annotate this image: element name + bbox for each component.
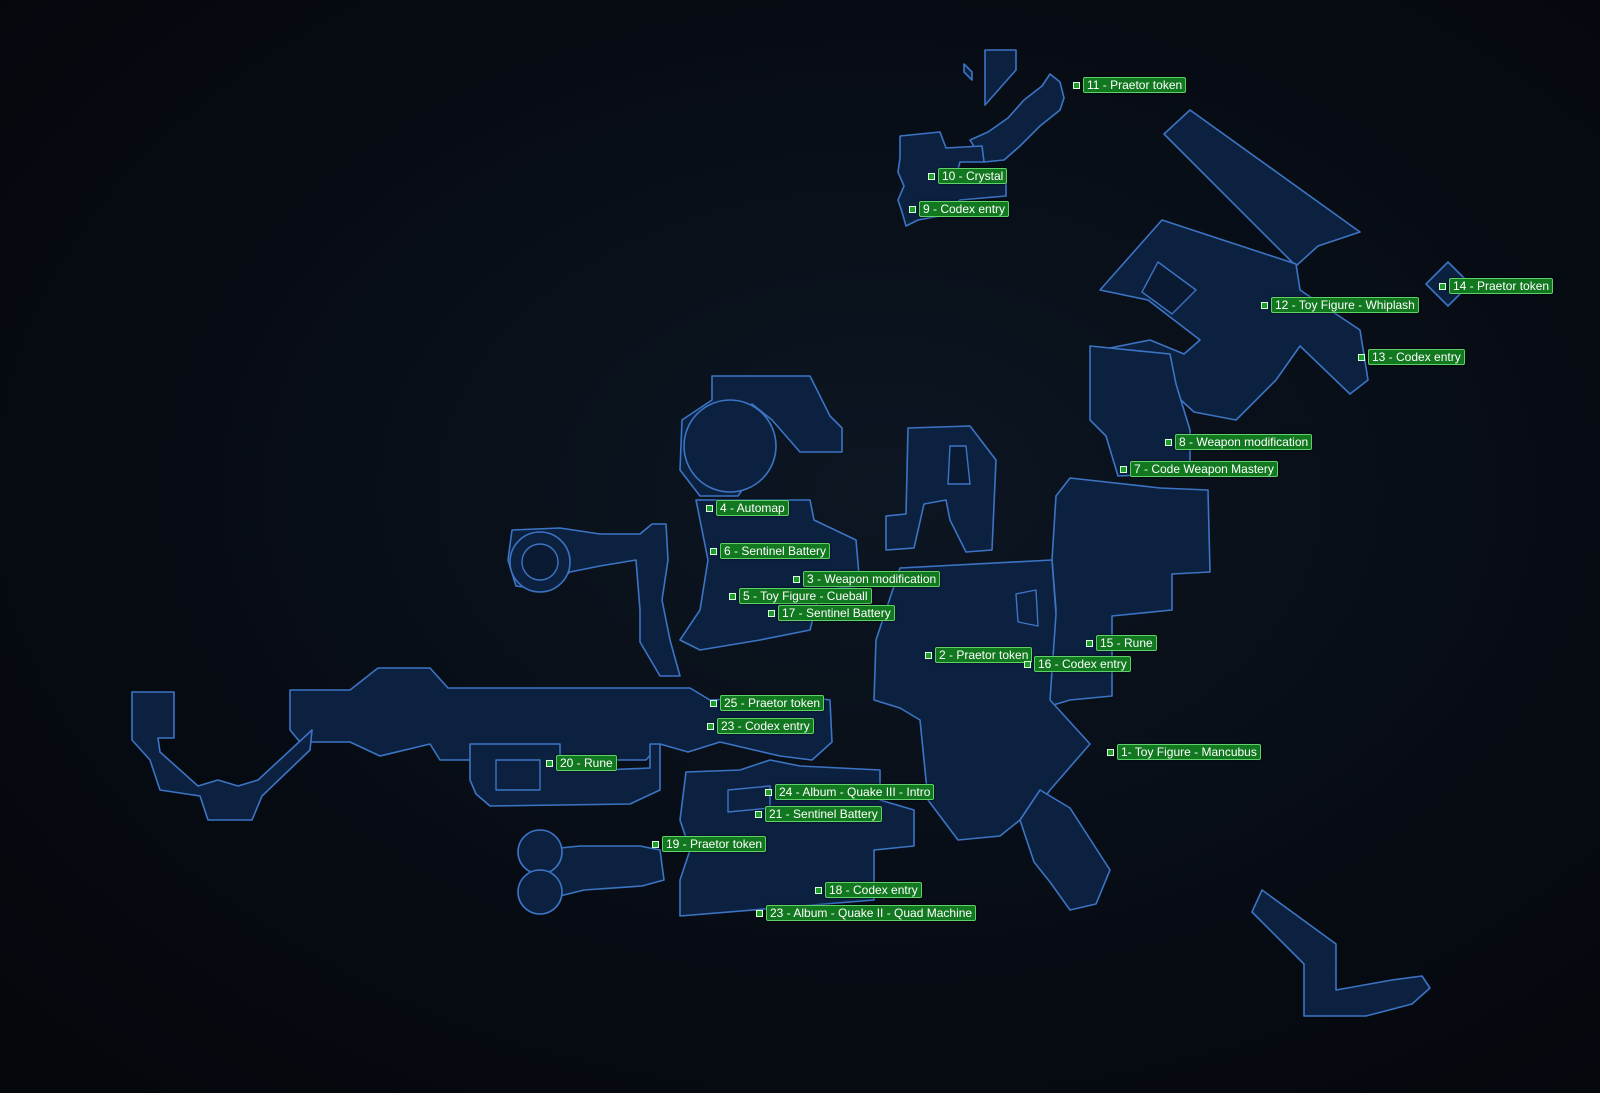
room-keyhole-upper bbox=[517, 829, 563, 875]
marker-pin-icon bbox=[768, 609, 775, 617]
marker-pin-icon bbox=[1107, 748, 1114, 756]
marker-praetor-token[interactable]: 14 - Praetor token bbox=[1439, 278, 1554, 294]
marker-automap[interactable]: 4 - Automap bbox=[706, 500, 789, 516]
room-north-block-void bbox=[947, 445, 971, 485]
marker-label: 17 - Sentinel Battery bbox=[778, 605, 895, 621]
marker-pin-icon bbox=[1439, 282, 1446, 290]
marker-praetor-token[interactable]: 11 - Praetor token bbox=[1073, 77, 1187, 93]
marker-label: 2 - Praetor token bbox=[935, 647, 1033, 663]
marker-pin-icon bbox=[793, 575, 800, 583]
marker-pin-icon bbox=[706, 504, 713, 512]
room-automap-annex bbox=[679, 499, 861, 651]
marker-album-quake-ii-quad-machine[interactable]: 23 - Album - Quake II - Quad Machine bbox=[756, 905, 977, 921]
room-north-shard bbox=[963, 63, 973, 81]
marker-label: 6 - Sentinel Battery bbox=[720, 543, 831, 559]
marker-label: 19 - Praetor token bbox=[662, 836, 767, 852]
marker-sentinel-battery[interactable]: 21 - Sentinel Battery bbox=[755, 806, 882, 822]
marker-pin-icon bbox=[1024, 660, 1031, 668]
marker-pin-icon bbox=[765, 788, 772, 796]
marker-pin-icon bbox=[755, 810, 762, 818]
marker-label: 9 - Codex entry bbox=[919, 201, 1010, 217]
marker-label: 12 - Toy Figure - Whiplash bbox=[1271, 297, 1419, 313]
room-west-long-corridor bbox=[289, 667, 833, 761]
marker-pin-icon bbox=[1261, 301, 1268, 309]
marker-pin-icon bbox=[756, 909, 763, 917]
marker-toy-figure-cueball[interactable]: 5 - Toy Figure - Cueball bbox=[729, 588, 872, 604]
marker-label: 1- Toy Figure - Mancubus bbox=[1117, 744, 1261, 760]
marker-pin-icon bbox=[928, 172, 935, 180]
marker-label: 23 - Codex entry bbox=[717, 718, 814, 734]
marker-pin-icon bbox=[1073, 81, 1080, 89]
marker-pin-icon bbox=[815, 886, 822, 894]
room-central-core bbox=[873, 559, 1091, 841]
room-north-spire bbox=[984, 49, 1017, 106]
marker-rune[interactable]: 20 - Rune bbox=[546, 755, 617, 771]
marker-codex-entry[interactable]: 16 - Codex entry bbox=[1024, 656, 1131, 672]
marker-label: 13 - Codex entry bbox=[1368, 349, 1465, 365]
marker-pin-icon bbox=[707, 722, 714, 730]
marker-weapon-modification[interactable]: 8 - Weapon modification bbox=[1165, 434, 1313, 450]
marker-pin-icon bbox=[710, 547, 717, 555]
marker-praetor-token[interactable]: 2 - Praetor token bbox=[925, 647, 1033, 663]
marker-codex-entry[interactable]: 23 - Codex entry bbox=[707, 718, 814, 734]
room-southeast-arm bbox=[1019, 789, 1111, 911]
marker-label: 10 - Crystal bbox=[938, 168, 1008, 184]
marker-rune[interactable]: 15 - Rune bbox=[1086, 635, 1157, 651]
marker-pin-icon bbox=[652, 840, 659, 848]
marker-album-quake-iii-intro[interactable]: 24 - Album - Quake III - Intro bbox=[765, 784, 935, 800]
room-keyhole-lower bbox=[517, 869, 563, 915]
room-central-core-detail bbox=[1015, 589, 1039, 627]
room-southeast-l bbox=[1251, 889, 1431, 1017]
room-southwest-cells-detail bbox=[495, 759, 541, 791]
marker-label: 8 - Weapon modification bbox=[1175, 434, 1313, 450]
marker-code-weapon-mastery[interactable]: 7 - Code Weapon Mastery bbox=[1120, 461, 1278, 477]
marker-label: 21 - Sentinel Battery bbox=[765, 806, 882, 822]
marker-label: 11 - Praetor token bbox=[1083, 77, 1187, 93]
marker-label: 4 - Automap bbox=[716, 500, 789, 516]
marker-pin-icon bbox=[1358, 353, 1365, 361]
marker-label: 5 - Toy Figure - Cueball bbox=[739, 588, 872, 604]
marker-praetor-token[interactable]: 19 - Praetor token bbox=[652, 836, 767, 852]
marker-label: 3 - Weapon modification bbox=[803, 571, 941, 587]
marker-pin-icon bbox=[1165, 438, 1172, 446]
marker-praetor-token[interactable]: 25 - Praetor token bbox=[710, 695, 825, 711]
room-north-block bbox=[885, 425, 997, 553]
marker-label: 15 - Rune bbox=[1096, 635, 1157, 651]
marker-codex-entry[interactable]: 9 - Codex entry bbox=[909, 201, 1010, 217]
marker-pin-icon bbox=[909, 205, 916, 213]
marker-weapon-modification[interactable]: 3 - Weapon modification bbox=[793, 571, 941, 587]
room-east-diagonal-bar bbox=[1163, 109, 1361, 267]
room-east-complex-void bbox=[1141, 260, 1198, 315]
marker-label: 7 - Code Weapon Mastery bbox=[1130, 461, 1278, 477]
room-north-stair bbox=[969, 73, 1065, 163]
room-west-ring-inner bbox=[521, 543, 559, 581]
marker-label: 20 - Rune bbox=[556, 755, 617, 771]
marker-label: 25 - Praetor token bbox=[720, 695, 825, 711]
marker-pin-icon bbox=[1120, 465, 1127, 473]
marker-pin-icon bbox=[1086, 639, 1093, 647]
marker-pin-icon bbox=[729, 592, 736, 600]
marker-toy-figure-whiplash[interactable]: 12 - Toy Figure - Whiplash bbox=[1261, 297, 1419, 313]
room-rotunda-disc bbox=[683, 399, 777, 493]
marker-label: 16 - Codex entry bbox=[1034, 656, 1131, 672]
marker-sentinel-battery[interactable]: 6 - Sentinel Battery bbox=[710, 543, 831, 559]
marker-codex-entry[interactable]: 18 - Codex entry bbox=[815, 882, 922, 898]
marker-crystal[interactable]: 10 - Crystal bbox=[928, 168, 1008, 184]
marker-pin-icon bbox=[710, 699, 717, 707]
marker-toy-figure-mancubus[interactable]: 1- Toy Figure - Mancubus bbox=[1107, 744, 1261, 760]
marker-label: 14 - Praetor token bbox=[1449, 278, 1554, 294]
marker-pin-icon bbox=[546, 759, 553, 767]
room-far-west-hook bbox=[131, 691, 313, 821]
marker-label: 24 - Album - Quake III - Intro bbox=[775, 784, 935, 800]
room-east-lozenge bbox=[1425, 261, 1471, 307]
marker-sentinel-battery[interactable]: 17 - Sentinel Battery bbox=[768, 605, 895, 621]
marker-pin-icon bbox=[925, 651, 932, 659]
marker-codex-entry[interactable]: 13 - Codex entry bbox=[1358, 349, 1465, 365]
marker-label: 18 - Codex entry bbox=[825, 882, 922, 898]
marker-label: 23 - Album - Quake II - Quad Machine bbox=[766, 905, 977, 921]
